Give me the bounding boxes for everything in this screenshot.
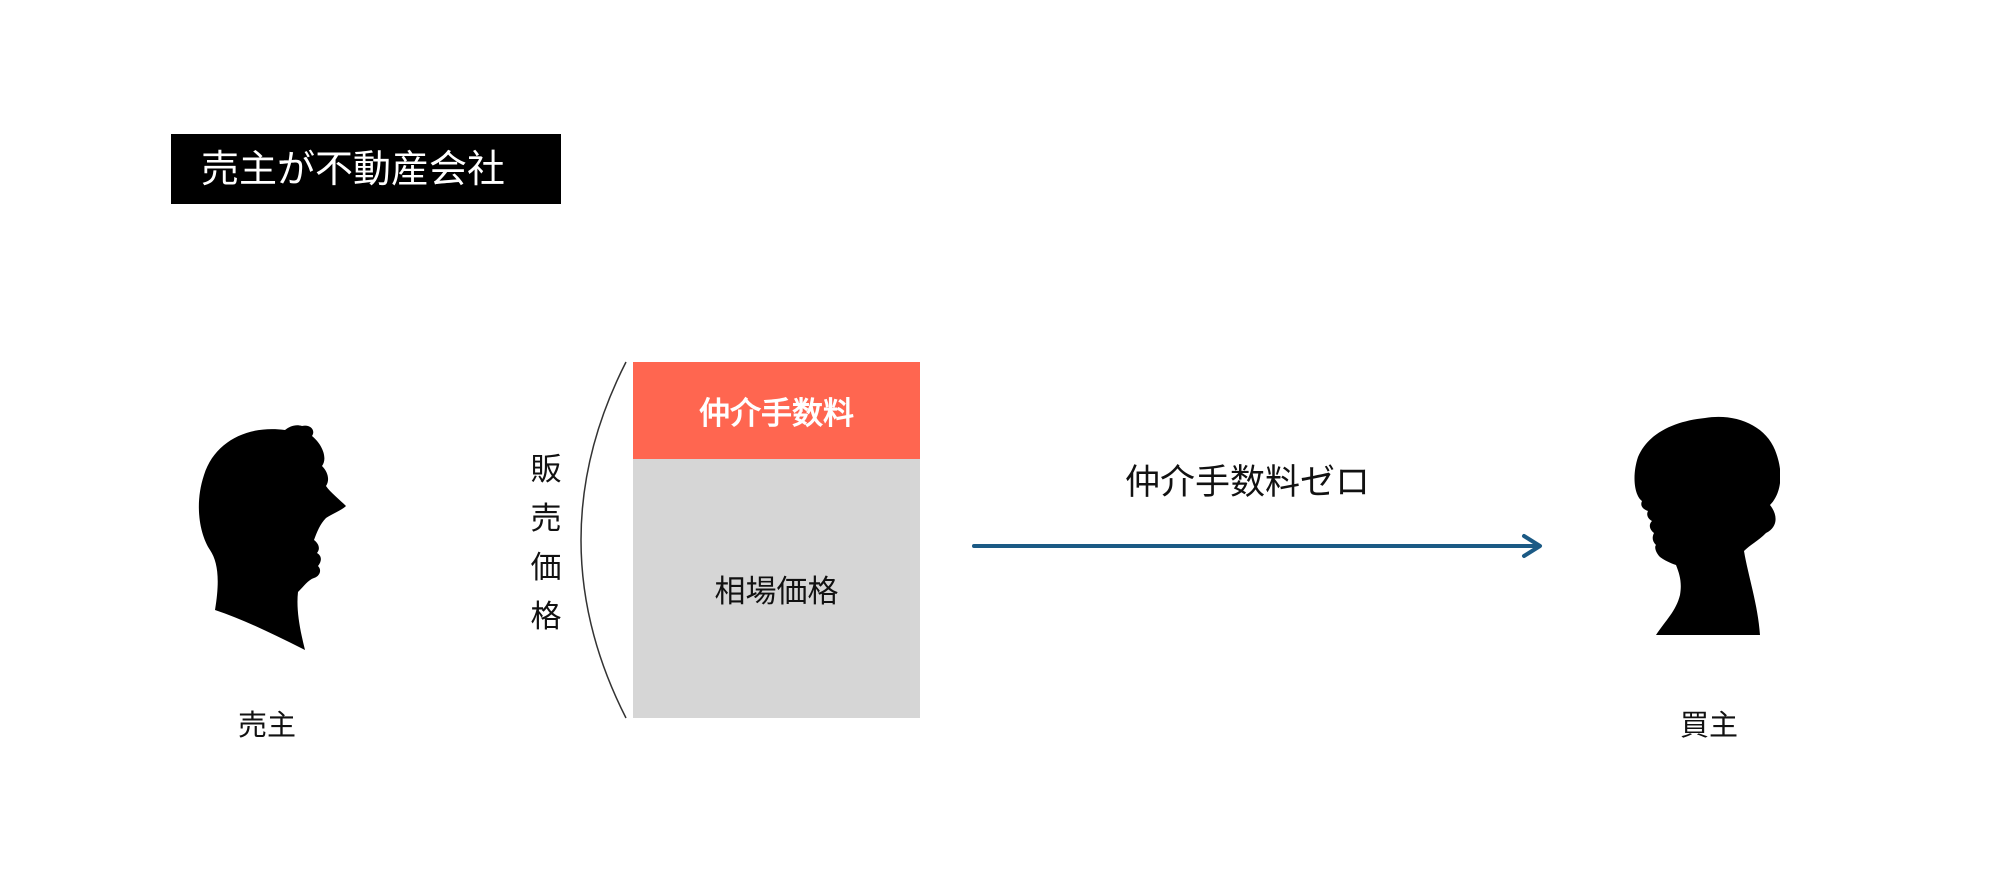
female-silhouette-icon	[1620, 415, 1780, 640]
zero-fee-label: 仲介手数料ゼロ	[1125, 463, 1371, 503]
sales-price-label: 販売価格	[530, 452, 562, 635]
page-title: 売主が不動産会社	[171, 134, 561, 204]
market-price-block: 相場価格	[633, 459, 920, 718]
seller-label: 売主	[238, 708, 297, 742]
male-silhouette-icon	[190, 420, 350, 650]
brokerage-fee-block: 仲介手数料	[633, 362, 920, 459]
arrow-right-icon	[972, 530, 1547, 564]
bracket-line	[578, 360, 628, 724]
buyer-label: 買主	[1680, 708, 1739, 742]
